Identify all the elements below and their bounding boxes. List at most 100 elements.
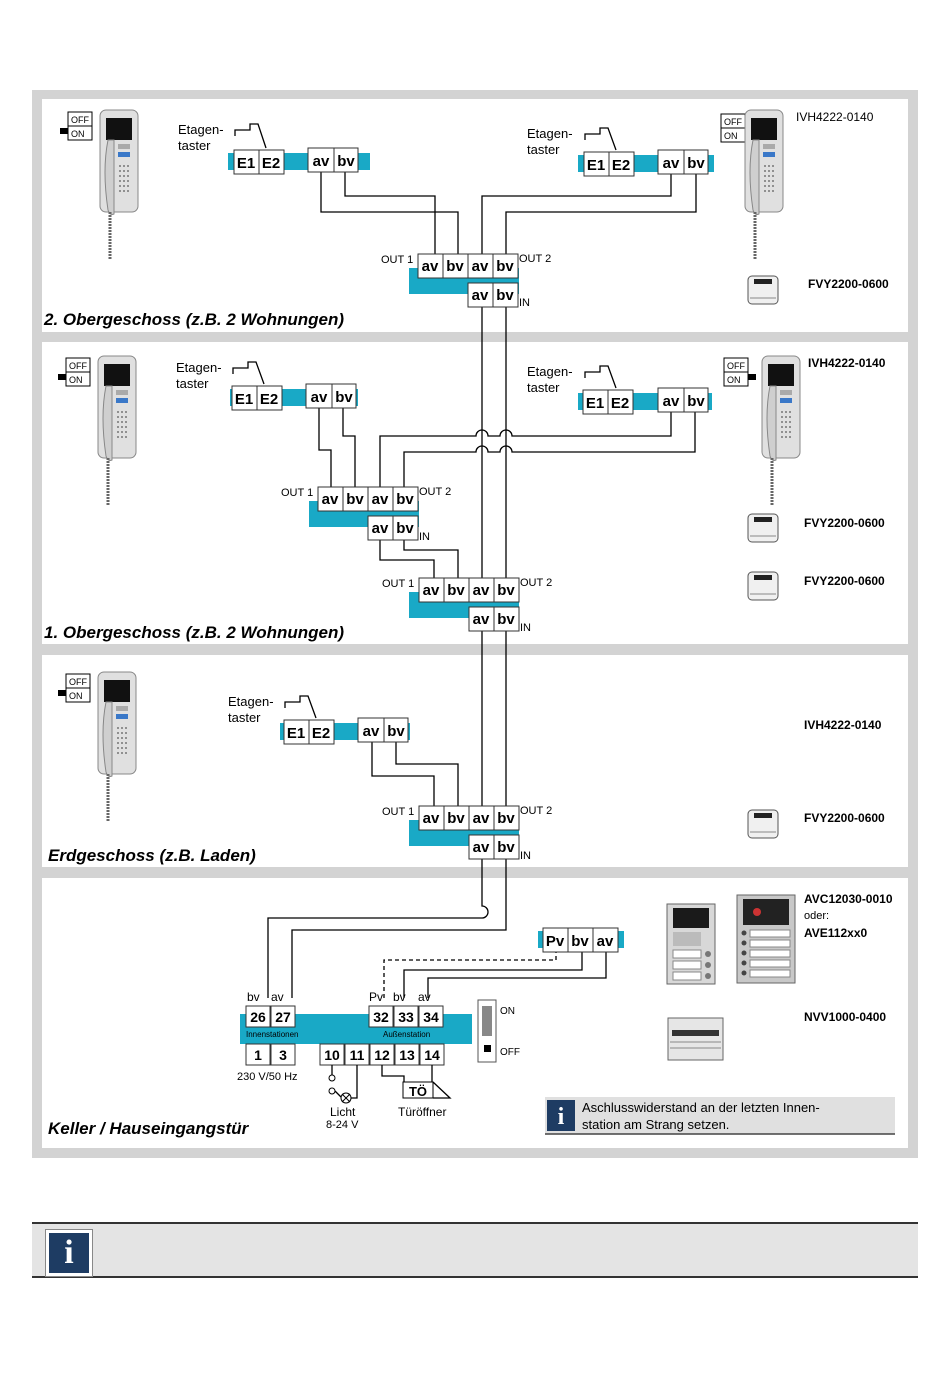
model-avc: AVC12030-0010 [804,892,893,906]
svg-text:station am Strang setzen.: station am Strang setzen. [582,1117,729,1132]
fvy-device [747,809,779,839]
svg-text:taster: taster [527,142,560,157]
power-supply: bv av Pv bv av 26 27 32 33 34 Innenstati… [237,990,472,1131]
svg-text:10: 10 [324,1047,340,1063]
svg-text:bv: bv [497,611,515,628]
svg-text:bv: bv [687,393,705,410]
svg-text:taster: taster [527,380,560,395]
svg-text:bv: bv [335,389,353,406]
og2-right-module: E1 E2 av bv Etagen- taster [527,126,714,177]
fvy-device [747,275,779,305]
svg-text:bv: bv [387,723,405,740]
info-icon: i [46,1230,92,1276]
termination-note: i Aschlusswiderstand an der letzten Inne… [545,1097,895,1135]
svg-text:33: 33 [398,1009,414,1025]
floor-label-og1: 1. Obergeschoss (z.B. 2 Wohnungen) [44,623,344,642]
svg-text:bv: bv [497,839,515,856]
svg-text:bv: bv [396,491,414,508]
svg-text:bv: bv [571,933,589,950]
svg-text:E2: E2 [262,155,280,172]
model-fvy-og1-b: FVY2200-0600 [804,574,885,588]
svg-text:E2: E2 [312,725,330,742]
svg-text:bv: bv [396,520,414,537]
off-on-switch: OFF ON [723,357,756,387]
svg-text:ON: ON [69,375,83,385]
svg-text:i: i [558,1104,565,1130]
svg-text:OFF: OFF [69,677,87,687]
svg-text:OUT 1: OUT 1 [382,578,414,590]
svg-text:Licht: Licht [330,1105,356,1119]
svg-text:bv: bv [446,258,464,275]
svg-text:av: av [473,611,490,628]
svg-text:av: av [313,153,330,170]
svg-text:Etagen-: Etagen- [178,122,224,137]
svg-text:ON: ON [727,375,741,385]
model-fvy-og2: FVY2200-0600 [808,277,889,291]
svg-text:Außenstation: Außenstation [383,1030,430,1039]
svg-text:av: av [473,810,490,827]
og1-main-distributor: av bv av bv av bv OUT 1 OUT 2 IN [382,577,552,634]
svg-text:OFF: OFF [69,361,87,371]
svg-text:26: 26 [250,1009,266,1025]
on-off-switch: ON OFF [477,999,520,1063]
svg-text:OFF: OFF [727,361,745,371]
svg-text:Aschlusswiderstand an der letz: Aschlusswiderstand an der letzten Innen- [582,1100,820,1115]
og1-left-module: E1 E2 av bv Etagen- taster [176,360,358,411]
model-fvy-og1-a: FVY2200-0600 [804,516,885,530]
svg-text:Etagen-: Etagen- [176,360,222,375]
svg-text:bv: bv [496,258,514,275]
svg-text:13: 13 [399,1047,415,1063]
svg-text:av: av [472,258,489,275]
indoor-station-handset: OFF ON [58,355,137,506]
og2-left-module: E1 E2 av bv Etagen- taster [178,122,370,175]
svg-text:IN: IN [519,297,530,309]
door-station-ave [736,894,796,984]
svg-text:ON: ON [69,691,83,701]
svg-text:av: av [372,491,389,508]
svg-text:E1: E1 [586,395,604,412]
model-oder: oder: [804,910,829,922]
fvy-device [747,571,779,601]
svg-text:1: 1 [254,1047,262,1063]
off-on-switch: OFF ON [58,357,91,387]
svg-text:OUT 1: OUT 1 [382,806,414,818]
svg-text:230 V/50 Hz: 230 V/50 Hz [237,1071,298,1083]
fvy-devices [747,275,779,839]
power-unit-nvv [667,1017,724,1061]
svg-text:Etagen-: Etagen- [228,694,274,709]
model-fvy-eg: FVY2200-0600 [804,811,885,825]
svg-text:OUT 2: OUT 2 [519,253,551,265]
svg-text:av: av [663,155,680,172]
svg-text:OFF: OFF [724,117,742,127]
svg-text:Innenstationen: Innenstationen [246,1030,299,1039]
svg-text:bv: bv [447,582,465,599]
svg-text:av: av [597,933,614,950]
svg-text:IN: IN [520,622,531,634]
svg-text:bv: bv [393,990,406,1004]
svg-text:av: av [422,258,439,275]
og1-right-module: E1 E2 av bv Etagen- taster [527,364,712,415]
eg-module: E1 E2 av bv Etagen- taster [228,694,410,745]
svg-text:ON: ON [724,131,738,141]
model-ivh-og2: IVH4222-0140 [796,110,874,124]
svg-text:av: av [322,491,339,508]
svg-text:taster: taster [178,138,211,153]
floor-label-eg: Erdgeschoss (z.B. Laden) [48,846,256,865]
svg-text:TÖ: TÖ [409,1084,427,1099]
svg-text:8-24 V: 8-24 V [326,1119,359,1131]
svg-text:bv: bv [247,990,260,1004]
svg-text:bv: bv [337,153,355,170]
og2-distributor: av bv av bv av bv OUT 1 OUT 2 IN [381,253,551,309]
svg-text:OFF: OFF [500,1047,520,1058]
svg-text:av: av [423,582,440,599]
svg-text:bv: bv [447,810,465,827]
svg-text:34: 34 [423,1009,439,1025]
svg-text:Pv: Pv [546,933,565,950]
svg-text:32: 32 [373,1009,389,1025]
off-on-switch: OFF ON [720,113,753,143]
svg-text:OUT 1: OUT 1 [381,254,413,266]
svg-text:av: av [311,389,328,406]
svg-text:av: av [271,990,284,1004]
